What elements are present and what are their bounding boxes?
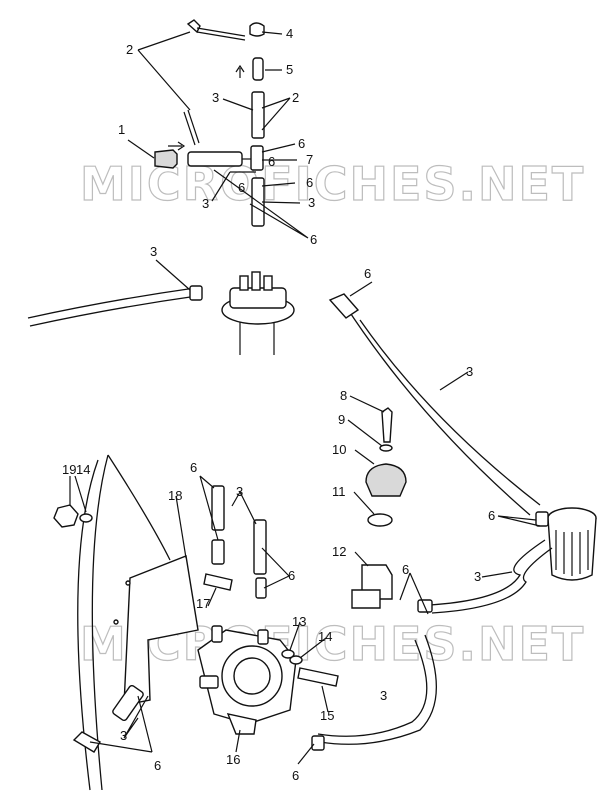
callout-3: 3 (202, 196, 209, 211)
callout-2: 2 (292, 90, 299, 105)
callout-6: 6 (154, 758, 161, 773)
washer-14-left (79, 513, 93, 523)
callout-2: 2 (126, 42, 133, 57)
callout-6: 6 (306, 175, 313, 190)
hose-3-pump-b (253, 519, 267, 575)
hose-3-horizontal (187, 151, 243, 167)
clamp-6-lower-left (72, 731, 101, 753)
callout-11: 11 (332, 484, 346, 499)
fuel-pump-16 (197, 625, 297, 735)
callout-3: 3 (308, 195, 315, 210)
screw-8 (381, 407, 393, 443)
frame-rail (77, 454, 109, 791)
hose-3-filter-to-valve (429, 539, 553, 614)
cap-4 (249, 22, 265, 37)
callout-4: 4 (286, 26, 293, 41)
clamp-6-lower-right (311, 735, 325, 751)
callout-12: 12 (332, 544, 346, 559)
callout-labels: 2 4 5 3 2 1 6 6 7 6 6 3 3 6 3 6 3 8 9 10… (62, 26, 495, 783)
callout-14: 14 (76, 462, 90, 477)
callout-6: 6 (288, 568, 295, 583)
callout-18: 18 (168, 488, 182, 503)
callout-5: 5 (286, 62, 293, 77)
check-valve-5 (252, 57, 264, 81)
callout-6: 6 (488, 508, 495, 523)
clamp-2-top-head (186, 19, 201, 34)
callout-3: 3 (120, 728, 127, 743)
clamp-6-left-hose (189, 285, 203, 301)
hose-3-lower-right (317, 634, 438, 745)
fitting-1 (154, 149, 178, 169)
washer-14-right (289, 655, 303, 665)
hose-3-long-left (27, 287, 198, 327)
callout-13: 13 (292, 614, 306, 629)
hose-3-lower-left (112, 684, 144, 722)
clamp-2-top-band (196, 27, 246, 41)
callout-6: 6 (364, 266, 371, 281)
fuel-filter (535, 507, 597, 581)
nut-11 (367, 513, 393, 527)
callout-8: 8 (340, 388, 347, 403)
flow-arrow-up (235, 64, 245, 78)
nut-19 (53, 504, 79, 528)
fuel-tank-sender (221, 271, 295, 355)
callout-15: 15 (320, 708, 334, 723)
callout-1: 1 (118, 122, 125, 137)
callout-6: 6 (292, 768, 299, 783)
callout-19: 19 (62, 462, 76, 477)
nut-13 (281, 649, 295, 659)
bolt-17 (203, 573, 233, 591)
hose-3-right-long (344, 304, 541, 516)
valve-inlet-12 (351, 589, 381, 609)
knob-10 (365, 463, 407, 497)
callout-3: 3 (380, 688, 387, 703)
clamp-6-pump-a (211, 539, 225, 565)
leader-lines (69, 31, 541, 765)
callout-3: 3 (212, 90, 219, 105)
callout-7: 7 (306, 152, 313, 167)
callout-3: 3 (150, 244, 157, 259)
clamp-6-right-top (328, 293, 360, 319)
callout-6: 6 (402, 562, 409, 577)
callout-6: 6 (310, 232, 317, 247)
callout-16: 16 (226, 752, 240, 767)
callout-17: 17 (196, 596, 210, 611)
callout-3: 3 (466, 364, 473, 379)
frame-edge (107, 454, 171, 561)
callout-6: 6 (238, 180, 245, 195)
callout-6: 6 (268, 154, 275, 169)
flow-arrow-right (168, 141, 186, 151)
callout-14: 14 (318, 629, 332, 644)
callout-3: 3 (474, 569, 481, 584)
bracket-18 (123, 555, 199, 706)
callout-6: 6 (298, 136, 305, 151)
callout-6: 6 (190, 460, 197, 475)
fuel-valve-assembly (351, 407, 407, 609)
callout-9: 9 (338, 412, 345, 427)
washer-9 (379, 444, 393, 452)
hose-3-pump-a (211, 485, 225, 531)
callout-3: 3 (236, 484, 243, 499)
hose-3-vertical (251, 91, 265, 139)
clamp-2-mid-band (183, 109, 200, 146)
callout-10: 10 (332, 442, 346, 457)
clamp-6-pump-b (255, 577, 267, 599)
bolt-15 (297, 667, 339, 687)
tee-fitting-7 (250, 145, 264, 171)
